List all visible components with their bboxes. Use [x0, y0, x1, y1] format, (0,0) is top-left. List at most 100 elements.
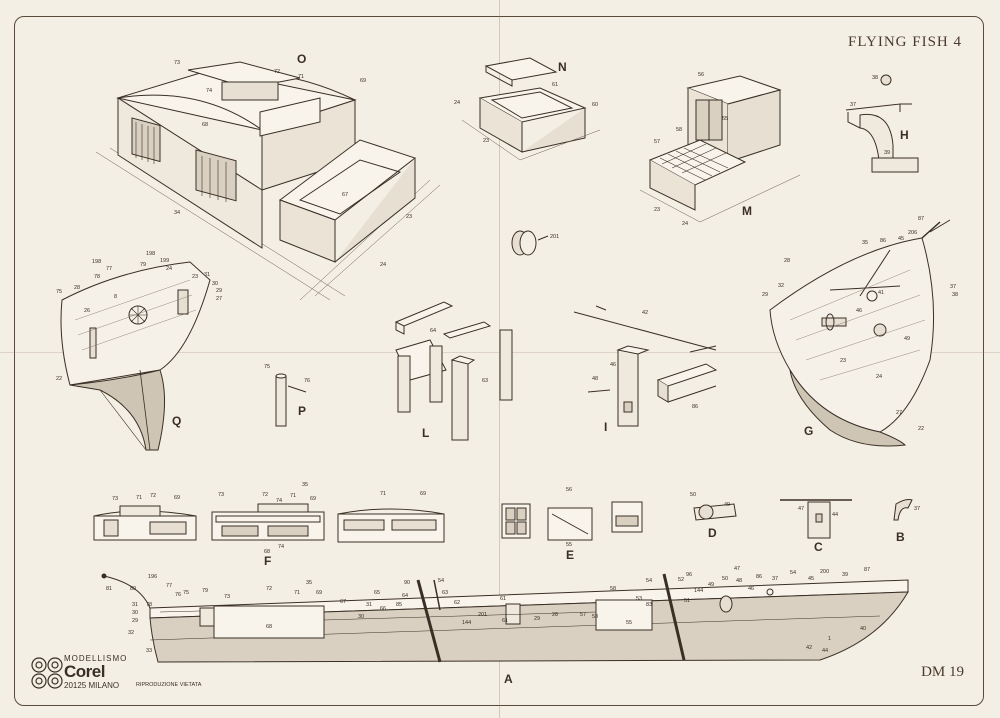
callout-a-77: 77 — [166, 583, 172, 589]
callout-m-55: 55 — [722, 116, 728, 122]
callout-a-54: 54 — [438, 578, 444, 584]
callout-q-8: 8 — [114, 294, 117, 300]
callout-f-72b: 72 — [262, 492, 268, 498]
callout-m-58: 58 — [676, 127, 682, 133]
callout-o-24: 24 — [380, 262, 386, 268]
callout-a-49: 49 — [708, 582, 714, 588]
callout-a-32: 32 — [128, 630, 134, 636]
callout-a-71: 71 — [294, 590, 300, 596]
callout-f-71c: 71 — [380, 491, 386, 497]
part-label-e: E — [566, 548, 575, 562]
part-a-hull-profile — [101, 573, 909, 663]
callout-a-68: 68 — [266, 624, 272, 630]
callout-g-37: 37 — [950, 284, 956, 290]
callout-a-58: 58 — [592, 614, 598, 620]
callout-q-28: 28 — [74, 285, 80, 291]
callout-q-30: 30 — [212, 281, 218, 287]
callout-l-64: 64 — [430, 328, 436, 334]
part-label-b: B — [896, 530, 905, 544]
callout-f-73b: 73 — [218, 492, 224, 498]
callout-a-67: 67 — [340, 599, 346, 605]
callout-e-55: 55 — [566, 542, 572, 548]
sheet-title: FLYING FISH 4 — [847, 34, 962, 50]
callout-f-69b: 69 — [310, 496, 316, 502]
callout-g-28: 28 — [784, 258, 790, 264]
callout-g-49: 49 — [904, 336, 910, 342]
callout-a-30: 30 — [358, 614, 364, 620]
callout-a-78: 78 — [146, 602, 152, 608]
callout-i-46: 46 — [610, 362, 616, 368]
callout-n-60: 60 — [592, 102, 598, 108]
callout-a-45: 45 — [808, 576, 814, 582]
part-201-coil-drawing — [511, 230, 549, 256]
callout-a-144: 144 — [462, 620, 471, 626]
callout-a-200: 200 — [820, 569, 829, 575]
callout-a-31: 31 — [366, 602, 372, 608]
callout-d-49: 49 — [724, 502, 730, 508]
callout-a-96: 96 — [686, 572, 692, 578]
callout-f-72: 72 — [150, 493, 156, 499]
callout-g-27: 27 — [896, 410, 902, 416]
callout-o-67: 67 — [342, 192, 348, 198]
callout-a-1: 1 — [828, 636, 831, 642]
callout-a-76: 76 — [175, 592, 181, 598]
callout-f-71b: 71 — [290, 493, 296, 499]
callout-g-41: 41 — [878, 290, 884, 296]
callout-m-56: 56 — [698, 72, 704, 78]
callout-f-74: 74 — [276, 498, 282, 504]
callout-f-69: 69 — [174, 495, 180, 501]
part-c-drawing — [780, 499, 852, 539]
part-label-f: F — [264, 554, 272, 568]
part-label-i: I — [604, 420, 608, 434]
callout-q-198: 198 — [146, 251, 155, 257]
part-label-q: Q — [172, 414, 182, 428]
callout-a-57: 57 — [580, 612, 586, 618]
callout-a-31b: 31 — [132, 602, 138, 608]
callout-g-86: 86 — [880, 238, 886, 244]
callout-a-60: 61 — [500, 596, 506, 602]
callout-a-39: 39 — [842, 572, 848, 578]
callout-a-53: 53 — [636, 596, 642, 602]
callout-q-24: 24 — [166, 266, 172, 272]
callout-q-22: 22 — [56, 376, 62, 382]
callout-f-73: 73 — [112, 496, 118, 502]
callout-o-68: 68 — [202, 122, 208, 128]
callout-q-198b: 198 — [92, 259, 101, 265]
callout-q-77: 77 — [106, 266, 112, 272]
callout-q-26: 26 — [84, 308, 90, 314]
callout-i-48: 48 — [592, 376, 598, 382]
callout-p-76: 76 — [304, 378, 310, 384]
part-label-c: C — [814, 540, 823, 554]
callout-a-30b: 30 — [132, 610, 138, 616]
callout-o-34: 34 — [174, 210, 180, 216]
callout-m-57: 57 — [654, 139, 660, 145]
callout-o-73: 73 — [174, 60, 180, 66]
callout-b-37: 37 — [914, 506, 920, 512]
corel-logo: MODELLISMO Corel 20125 MILANO RIPRODUZIO… — [28, 652, 201, 700]
callout-a-44: 44 — [822, 648, 828, 654]
part-d-drawing — [693, 503, 737, 521]
callout-a-63: 63 — [442, 590, 448, 596]
callout-f-74b: 74 — [278, 544, 284, 550]
callout-c-47: 47 — [798, 506, 804, 512]
callout-f-68: 68 — [264, 549, 270, 555]
callout-m-24: 24 — [682, 221, 688, 227]
part-label-p: P — [298, 404, 307, 418]
brand-legal: RIPRODUZIONE VIETATA — [136, 682, 202, 688]
callout-q-78: 78 — [94, 274, 100, 280]
callout-q-79: 79 — [140, 262, 146, 268]
callout-m-23: 23 — [654, 207, 660, 213]
callout-g-24: 24 — [876, 374, 882, 380]
callout-a-64: 64 — [402, 593, 408, 599]
callout-h-39: 39 — [884, 150, 890, 156]
callout-n-23: 23 — [483, 138, 489, 144]
brand-name: Corel — [64, 662, 105, 681]
callout-n-24: 24 — [454, 100, 460, 106]
callout-a-46: 46 — [748, 586, 754, 592]
callout-n-61: 61 — [552, 82, 558, 88]
callout-a-37: 37 — [772, 576, 778, 582]
sheet-border — [14, 16, 984, 706]
callout-a-201: 201 — [478, 612, 487, 618]
callout-g-46: 46 — [856, 308, 862, 314]
